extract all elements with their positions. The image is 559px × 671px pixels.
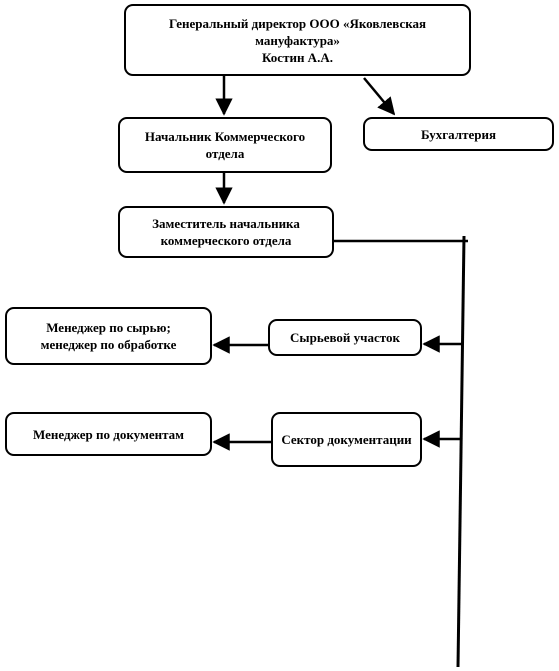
node-commercial-head-label: Начальник Коммерческого отдела [144, 129, 306, 161]
node-doc-manager-label: Менеджер по документам [32, 426, 184, 442]
node-raw-section-label: Сырьевой участок [290, 330, 400, 345]
node-deputy-head: Заместитель начальника коммерческого отд… [118, 206, 334, 258]
node-ceo-label: Генеральный директор ООО «Яковлевская ма… [168, 15, 427, 65]
node-commercial-head: Начальник Коммерческого отдела [118, 117, 332, 173]
node-doc-sector: Сектор документации [271, 412, 422, 467]
node-raw-manager: Менеджер по сырью; менеджер по обработке [5, 307, 212, 365]
node-raw-section: Сырьевой участок [268, 319, 422, 356]
node-ceo: Генеральный директор ООО «Яковлевская ма… [124, 4, 471, 76]
node-accounting: Бухгалтерия [363, 117, 554, 151]
node-deputy-head-label: Заместитель начальника коммерческого отд… [152, 216, 300, 248]
node-accounting-label: Бухгалтерия [421, 126, 496, 142]
trunk-line [456, 235, 466, 668]
node-doc-sector-label: Сектор документации [281, 432, 412, 447]
node-raw-manager-label: Менеджер по сырью; менеджер по обработке [40, 320, 177, 352]
node-doc-manager: Менеджер по документам [5, 412, 212, 456]
arrow-ceo-to-accounting [363, 77, 396, 116]
